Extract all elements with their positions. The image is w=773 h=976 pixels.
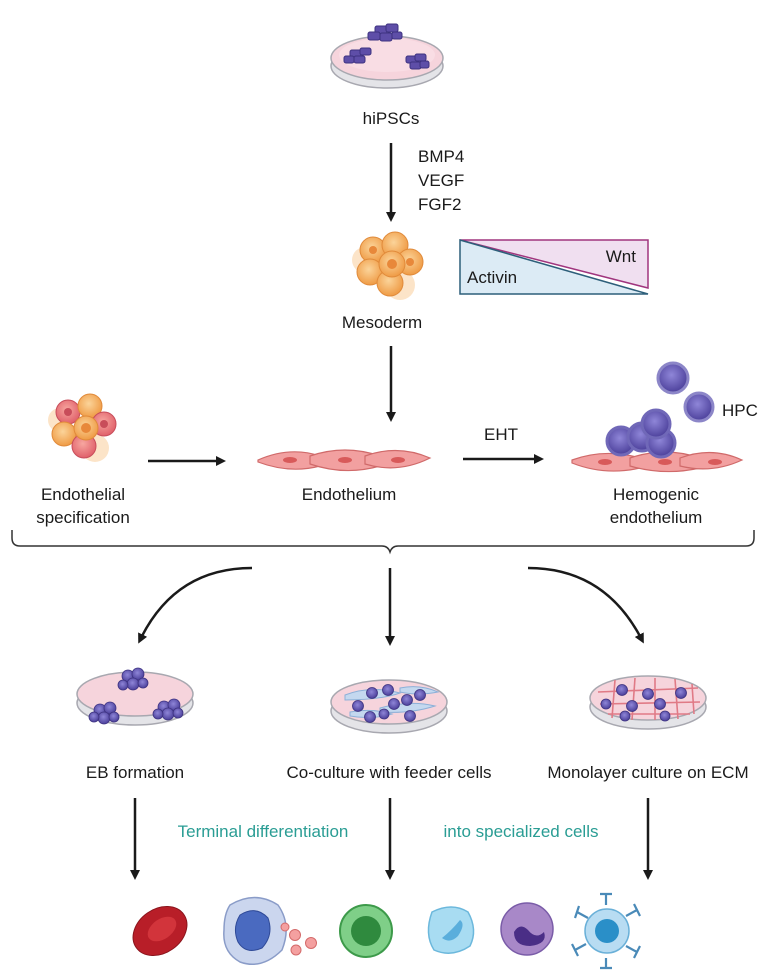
- factor-vegf: VEGF: [418, 171, 464, 190]
- hemogenic-label-line1: Hemogenic: [613, 485, 699, 504]
- hipsc-culture-dish-icon: [330, 23, 444, 89]
- eb-formation-dish-icon: [76, 667, 194, 726]
- arrow-to-eb-formation: [138, 566, 253, 644]
- dendritic-cell-icon: [571, 892, 641, 970]
- hpc-label: HPC: [722, 401, 758, 420]
- method-label-eb: EB formation: [86, 763, 184, 782]
- eht-label: EHT: [484, 425, 518, 444]
- wnt-activin-gradient: [459, 239, 649, 295]
- terminal-differentiation-text: Terminal differentiation: [178, 822, 349, 841]
- specialized-cells-text: into specialized cells: [444, 822, 599, 841]
- endothelial-spec-label-line2: specification: [36, 508, 130, 527]
- method-label-monolayer: Monolayer culture on ECM: [547, 763, 748, 782]
- monolayer-ecm-dish-icon: [589, 675, 707, 730]
- activin-label: Activin: [467, 268, 517, 287]
- endothelium-cells-icon: [257, 449, 432, 472]
- endothelium-label: Endothelium: [302, 485, 397, 504]
- hipsc-label: hiPSCs: [363, 109, 420, 128]
- hemogenic-label-line2: endothelium: [610, 508, 703, 527]
- arrow-to-monolayer: [527, 566, 644, 644]
- wnt-label: Wnt: [606, 247, 637, 266]
- factor-bmp4: BMP4: [418, 147, 464, 166]
- granulocyte-cell-icon: [500, 902, 554, 956]
- megakaryocyte-platelet-icon: [223, 896, 317, 965]
- co-culture-dish-icon: [330, 679, 448, 734]
- green-cell-icon: [339, 904, 393, 958]
- hemogenic-endothelium-icon: [571, 361, 744, 473]
- red-blood-cell-icon: [132, 905, 188, 957]
- endothelial-specification-cluster-icon: [48, 393, 117, 462]
- endothelial-spec-label-line1: Endothelial: [41, 485, 125, 504]
- mesoderm-cluster-icon: [352, 231, 424, 300]
- method-label-co-culture: Co-culture with feeder cells: [286, 763, 491, 782]
- mesoderm-label: Mesoderm: [342, 313, 422, 332]
- grouping-bracket: [11, 530, 755, 555]
- light-blue-cell-icon: [427, 906, 475, 954]
- factor-fgf2: FGF2: [418, 195, 461, 214]
